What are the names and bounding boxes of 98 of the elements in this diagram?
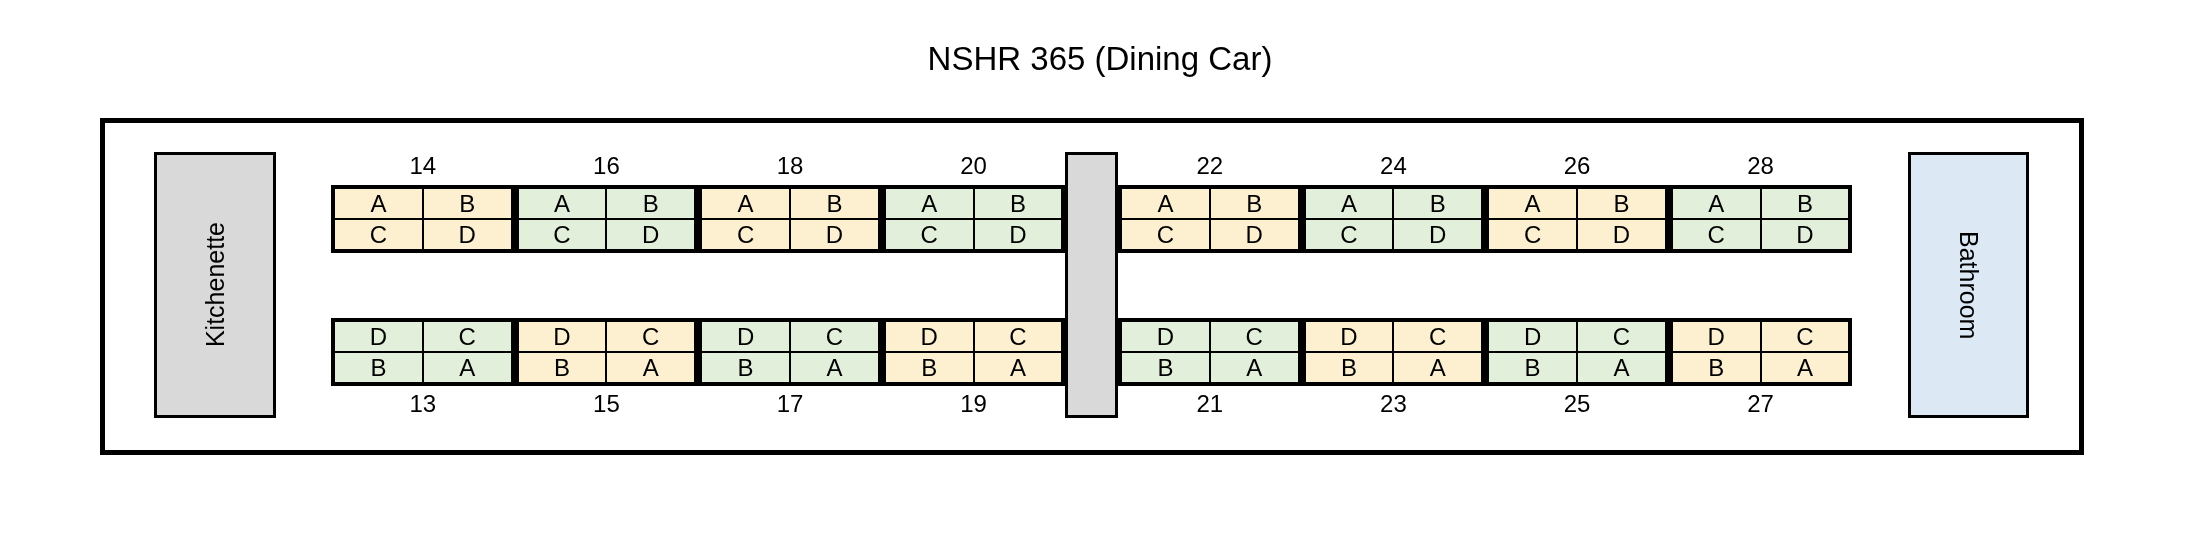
seat-cell: B <box>1121 352 1210 383</box>
seat-cell: B <box>1671 352 1761 383</box>
seat-cell: C <box>334 219 423 250</box>
seat-cell: A <box>1121 188 1210 219</box>
seat-cell: A <box>1209 352 1299 383</box>
table-number: 25 <box>1563 390 1591 418</box>
seat-cell: A <box>1760 352 1850 383</box>
seat-cell: B <box>1393 188 1483 219</box>
seat-cell: C <box>973 321 1063 352</box>
seat-cell: C <box>701 219 790 250</box>
table-box <box>514 185 699 253</box>
seat-cell: C <box>1488 219 1577 250</box>
seat-cell: D <box>790 219 879 250</box>
seat-cell: A <box>517 188 607 219</box>
seat-cell: C <box>1760 321 1850 352</box>
seat-cell: D <box>1393 219 1483 250</box>
seat-cell: D <box>973 219 1063 250</box>
seat-cell: A <box>884 188 974 219</box>
seat-cell: A <box>701 188 790 219</box>
table-number: 20 <box>960 152 987 180</box>
table-number: 21 <box>1196 390 1224 418</box>
table-number: 14 <box>409 152 437 180</box>
seat-cell: C <box>1393 321 1483 352</box>
table-number: 23 <box>1380 390 1407 418</box>
table-number: 26 <box>1563 152 1591 180</box>
seat-cell: B <box>1209 188 1299 219</box>
seat-cell: D <box>422 219 512 250</box>
seat-cell: B <box>1760 188 1850 219</box>
seat-cell: D <box>1760 219 1850 250</box>
seat-cell: A <box>422 352 512 383</box>
table-box <box>514 318 699 386</box>
table-box <box>1118 318 1302 386</box>
table-number: 24 <box>1380 152 1407 180</box>
diagram-title: NSHR 365 (Dining Car) <box>927 40 1273 78</box>
seat-cell: B <box>517 352 607 383</box>
seat-cell: D <box>884 321 974 352</box>
seat-cell: B <box>1488 352 1577 383</box>
seat-cell: A <box>1671 188 1761 219</box>
seat-cell: D <box>1121 321 1210 352</box>
table-number: 22 <box>1196 152 1224 180</box>
seat-cell: A <box>1577 352 1666 383</box>
room-label: Bathroom <box>1954 230 1983 340</box>
seat-cell: B <box>884 352 974 383</box>
seat-cell: C <box>517 219 607 250</box>
table-box <box>331 318 515 386</box>
table-box <box>1301 318 1486 386</box>
seat-cell: A <box>973 352 1063 383</box>
seat-cell: D <box>517 321 607 352</box>
seat-cell: B <box>973 188 1063 219</box>
seat-cell: B <box>334 352 423 383</box>
seat-cell: C <box>1121 219 1210 250</box>
seat-cell: A <box>334 188 423 219</box>
seat-cell: B <box>701 352 790 383</box>
seat-cell: C <box>1209 321 1299 352</box>
seat-cell: D <box>1671 321 1761 352</box>
seat-cell: B <box>1577 188 1666 219</box>
table-number: 27 <box>1747 390 1774 418</box>
seat-cell: D <box>334 321 423 352</box>
room-label: Kitchenette <box>200 222 230 348</box>
table-number: 13 <box>409 390 437 418</box>
table-box <box>1118 185 1302 253</box>
seat-cell: C <box>606 321 696 352</box>
seat-cell: B <box>1304 352 1394 383</box>
partition-bar <box>1065 152 1118 418</box>
seat-cell: D <box>606 219 696 250</box>
table-number: 15 <box>593 390 620 418</box>
seat-cell: A <box>1393 352 1483 383</box>
seat-cell: B <box>606 188 696 219</box>
seat-cell: C <box>884 219 974 250</box>
seat-cell: B <box>790 188 879 219</box>
seat-cell: C <box>1304 219 1394 250</box>
seat-cell: D <box>1577 219 1666 250</box>
seat-cell: D <box>1488 321 1577 352</box>
table-box <box>1668 185 1853 253</box>
seat-cell: D <box>701 321 790 352</box>
table-box <box>1668 318 1853 386</box>
seat-cell: A <box>606 352 696 383</box>
seat-cell: B <box>422 188 512 219</box>
table-box <box>881 318 1066 386</box>
room-box <box>1908 152 2029 418</box>
seat-cell: C <box>422 321 512 352</box>
seat-cell: A <box>1488 188 1577 219</box>
seat-cell: A <box>1304 188 1394 219</box>
room-box <box>154 152 276 418</box>
table-box <box>881 185 1066 253</box>
table-number: 17 <box>776 390 804 418</box>
table-box <box>1301 185 1486 253</box>
table-number: 16 <box>593 152 620 180</box>
table-box <box>331 185 515 253</box>
seat-cell: C <box>790 321 879 352</box>
seat-cell: A <box>790 352 879 383</box>
seat-cell: D <box>1209 219 1299 250</box>
table-number: 19 <box>960 390 987 418</box>
seat-cell: C <box>1577 321 1666 352</box>
seat-cell: D <box>1304 321 1394 352</box>
table-number: 18 <box>776 152 804 180</box>
seat-cell: C <box>1671 219 1761 250</box>
table-number: 28 <box>1747 152 1774 180</box>
